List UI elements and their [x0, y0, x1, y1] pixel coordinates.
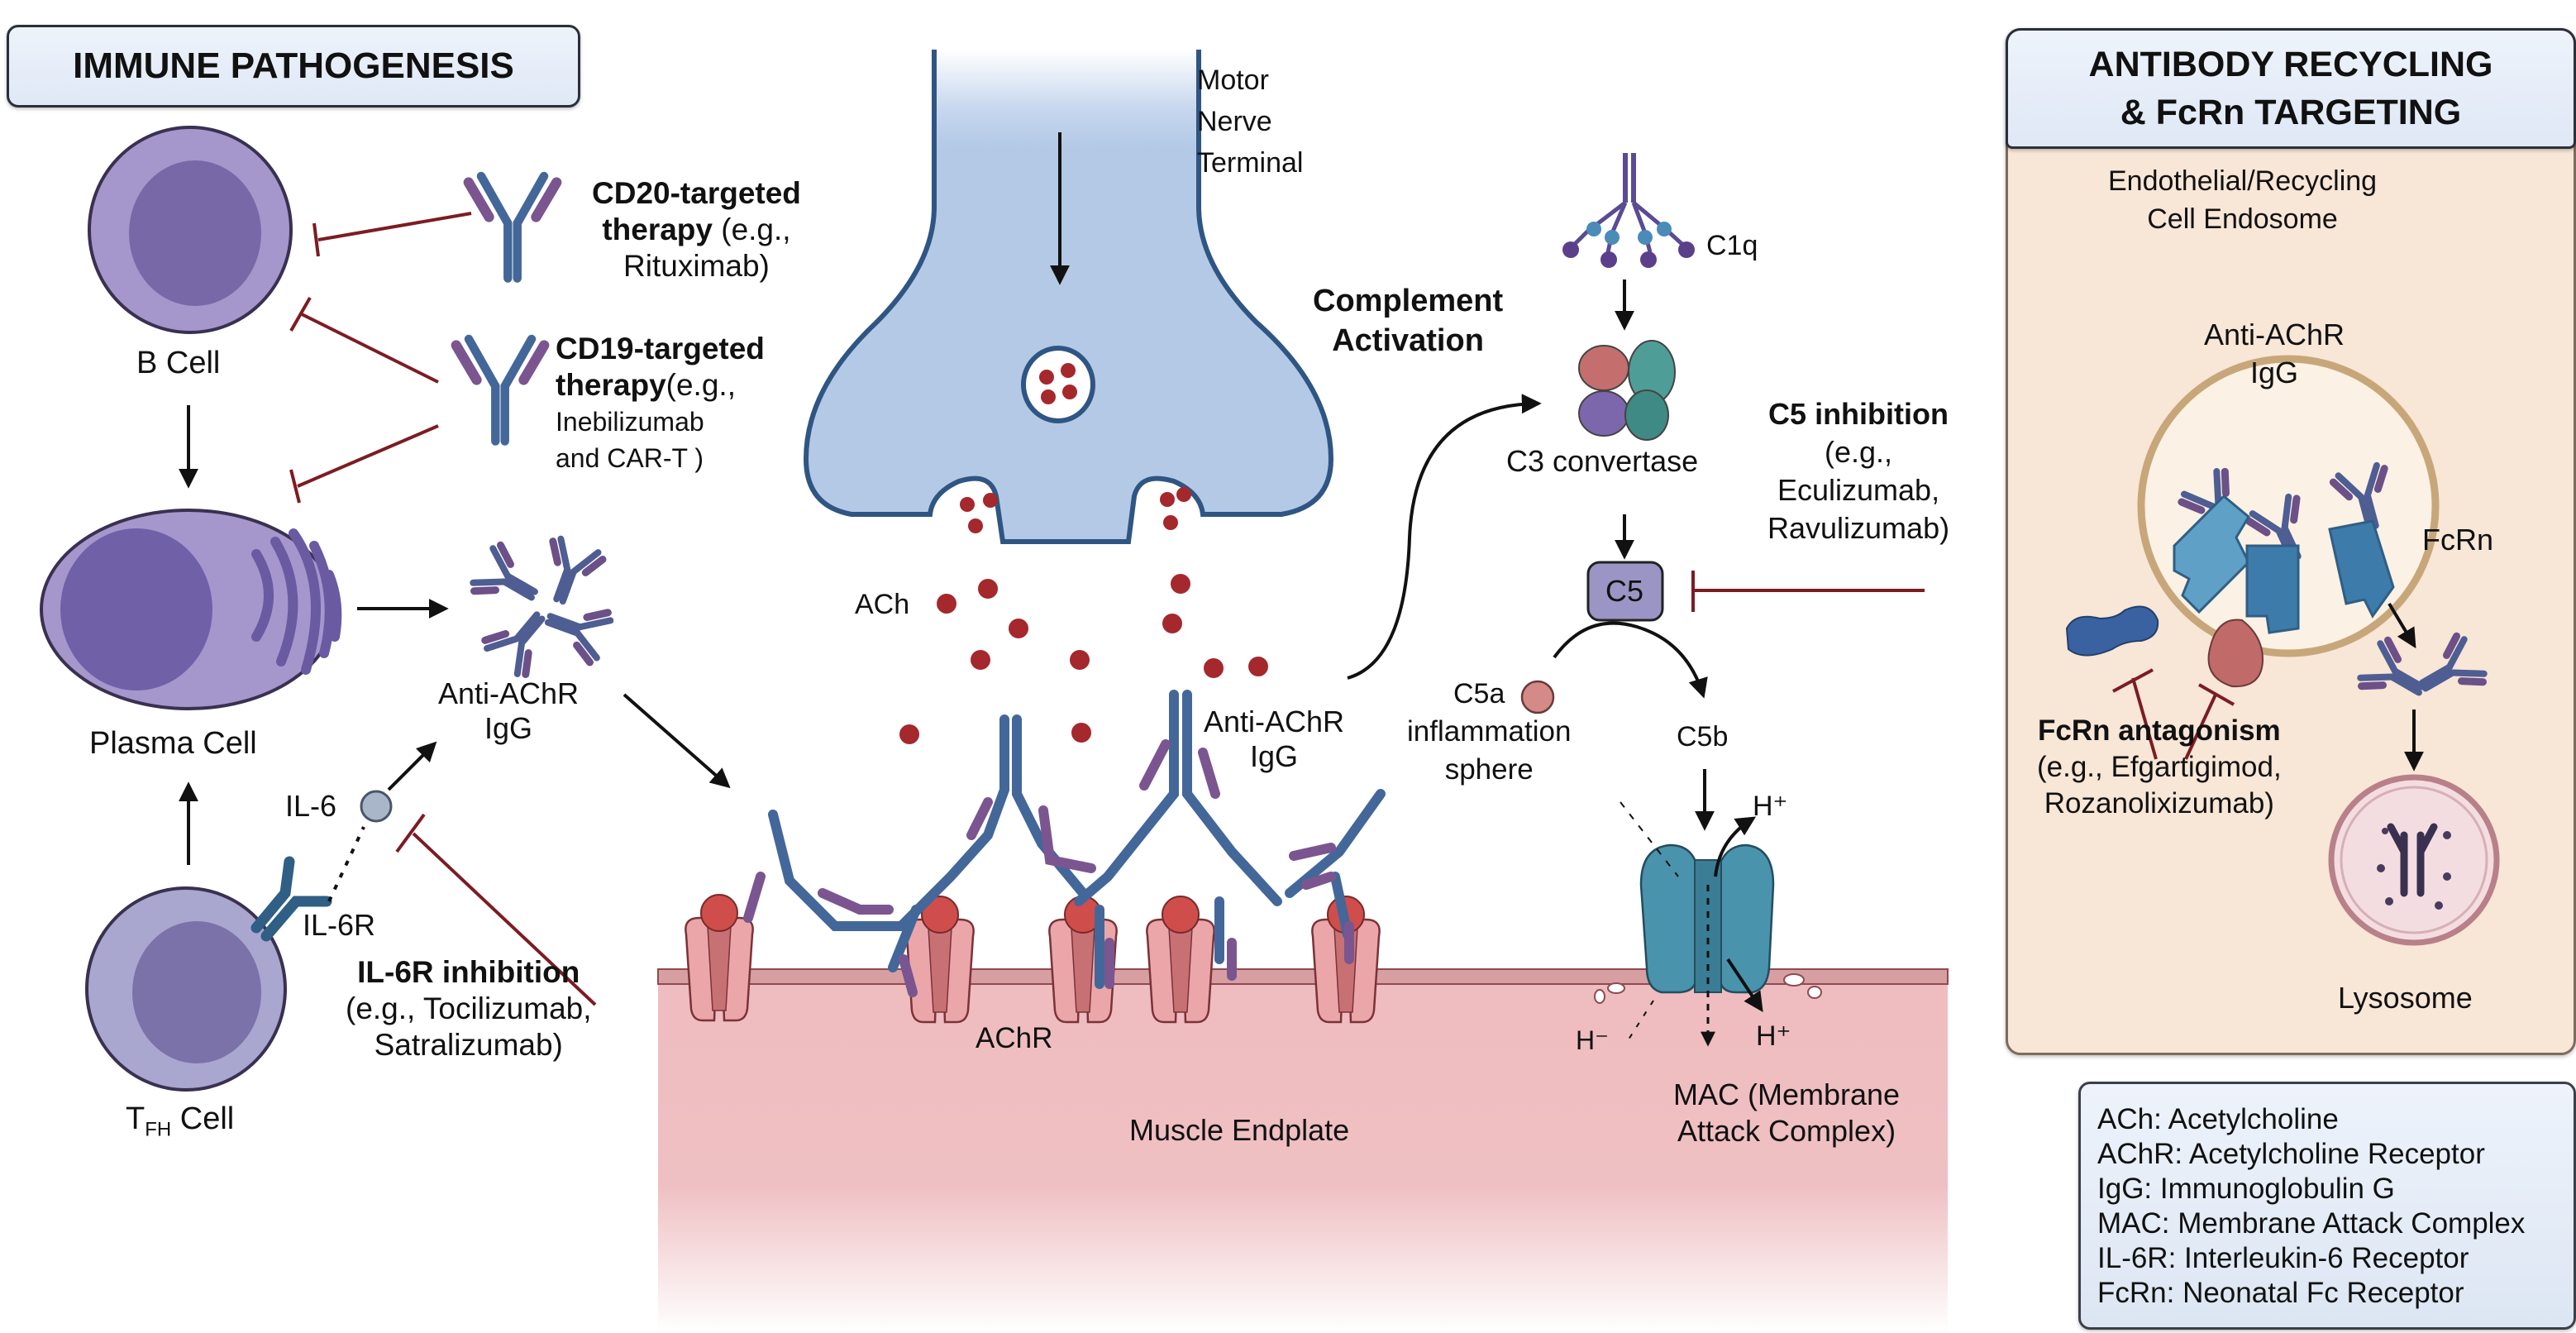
legend-list: ACh: Acetylcholine AChR: Acetylcholine R… [2097, 1102, 2525, 1311]
cd19-inhibition-tbar-lower [289, 424, 439, 504]
il6r-label: IL-6R [303, 908, 376, 942]
legend-item: MAC: Membrane Attack Complex [2097, 1207, 2526, 1240]
fcrn-receptor-icon [2173, 494, 2395, 634]
mac-dotted-flow-left [1620, 801, 1679, 877]
abbreviation-legend: ACh: Acetylcholine AChR: Acetylcholine R… [2078, 1082, 2576, 1330]
il6-dotted-link [327, 826, 365, 902]
c5-inhibition-label: C5 inhibition (e.g., Eculizumab, Ravuliz… [1767, 397, 1950, 545]
lysosome-icon [2328, 774, 2500, 946]
c5-inhibition-tbar [1691, 571, 1925, 612]
muscle-endplate-label: Muscle Endplate [1129, 1113, 1350, 1147]
legend-item: ACh: Acetylcholine [2097, 1103, 2339, 1135]
synaptic-vesicle-icon [1021, 346, 1095, 423]
il6-sphere-icon [360, 790, 393, 823]
motor-nerve-terminal-icon [803, 50, 1334, 544]
mac-membrane-damage [1594, 973, 1822, 1004]
h-minus-label: H⁻ [1576, 1025, 1609, 1055]
fcrn-label: FcRn [2422, 523, 2494, 557]
c1q-icon [1562, 153, 1695, 268]
achr-label: AChR [976, 1022, 1053, 1054]
tfh-cell-icon [85, 886, 287, 1092]
c5b-label: C5b [1677, 721, 1729, 752]
fcrn-antagonist-antibody-icon [2207, 619, 2264, 688]
arrow-fcrn-to-free-igg [2388, 602, 2416, 649]
b-cell-icon [88, 126, 293, 334]
arrow-h-plus-out [1714, 816, 1757, 877]
il6r-inhibition-label: IL-6R inhibition (e.g., Tocilizumab, Sat… [346, 955, 592, 1062]
arrow-c5-cleavage [1553, 621, 1708, 699]
cd19-therapy-label: CD19-targeted therapy(e.g., Inebilizumab… [556, 332, 765, 473]
h-plus-top-label: H⁺ [1753, 791, 1788, 822]
motor-nerve-terminal-label: Motor Nerve Terminal [1197, 64, 1304, 179]
anti-achr-igg-label-right: Anti-AChR IgG [2204, 318, 2345, 389]
ach-molecules [899, 574, 1268, 744]
c5a-label: C5a [1453, 678, 1505, 710]
arrow-h-plus-in [1726, 958, 1763, 1012]
il6r-receptor-icon [250, 856, 332, 942]
arrow-il6-to-igg [387, 741, 437, 791]
c3-convertase-label: C3 convertase [1506, 444, 1699, 478]
c5a-description-label: inflammation sphere [1407, 715, 1572, 786]
h-plus-bottom-label: H⁺ [1756, 1020, 1791, 1052]
tfh-cell-label: TFH Cell [126, 1101, 235, 1141]
legend-item: IgG: Immunoglobulin G [2097, 1173, 2395, 1205]
cd19-inhibition-tbar-upper [289, 297, 439, 384]
anti-achr-igg-label-center: Anti-AChR IgG [1204, 705, 1345, 773]
fcrn-antagonism-tbars [2112, 668, 2235, 760]
c5-box [1586, 561, 1664, 622]
endosome-label: Endothelial/Recycling Cell Endosome [2108, 165, 2378, 235]
mac-dotted-flow-left-low [1626, 1000, 1654, 1043]
antibody-recycling-title: ANTIBODY RECYCLING & FcRn TARGETING [2006, 28, 2576, 149]
plasma-cell-icon [40, 509, 342, 710]
muscle-membrane [657, 968, 1949, 985]
complement-activation-label: Complement Activation [1313, 284, 1504, 358]
c5-label: C5 [1605, 574, 1644, 608]
cd20-inhibition-tbar [312, 212, 472, 257]
synaptic-vesicle-icon [960, 487, 1191, 533]
arrow-igg-to-endplate [623, 693, 731, 789]
fcrn-antagonism-label: FcRn antagonism (e.g., Efgartigimod, Roz… [2037, 714, 2282, 819]
free-igg-icon [2357, 633, 2487, 712]
lysosome-label: Lysosome [2338, 981, 2473, 1015]
cd20-therapy-label: CD20-targeted therapy (e.g., Rituximab) [592, 176, 801, 283]
legend-item: IL-6R: Interleukin-6 Receptor [2097, 1242, 2469, 1274]
il6r-inhibition-tbar [395, 813, 597, 1006]
legend-item: FcRn: Neonatal Fc Receptor [2097, 1277, 2464, 1309]
anti-achr-igg-label-left: Anti-AChR IgG [438, 676, 580, 745]
il6-label: IL-6 [285, 789, 337, 823]
c3-convertase-icon [1578, 340, 1676, 441]
plasma-cell-label: Plasma Cell [89, 726, 257, 761]
mac-label: MAC (Membrane Attack Complex) [1673, 1077, 1901, 1148]
c5a-sphere-icon [1520, 680, 1555, 714]
legend-item: AChR: Acetylcholine Receptor [2097, 1138, 2485, 1170]
c1q-label: C1q [1706, 230, 1758, 261]
fcrn-antagonist-peptide-icon [2065, 605, 2159, 657]
arrow-igg-to-complement [1347, 394, 1542, 680]
bound-anti-achr-igg-icon [743, 690, 1386, 997]
immune-pathogenesis-title: IMMUNE PATHOGENESIS [7, 25, 580, 108]
ach-label: ACh [855, 589, 910, 620]
muscle-endplate-region [658, 969, 1948, 1333]
b-cell-label: B Cell [136, 346, 221, 380]
